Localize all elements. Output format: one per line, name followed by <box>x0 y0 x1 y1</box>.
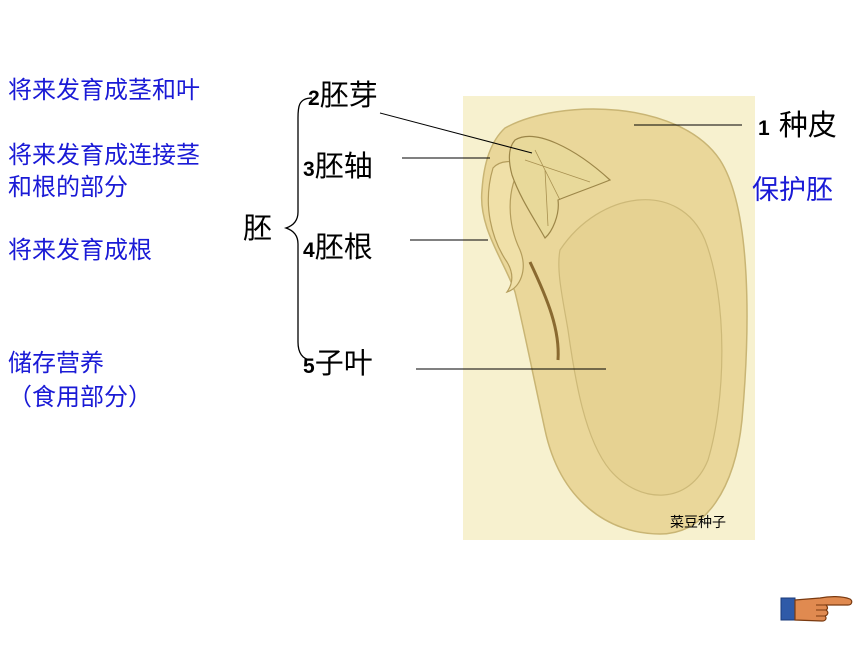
embryo-brace <box>283 97 313 361</box>
cotyledon-shape <box>558 199 723 496</box>
leader-plumule <box>379 112 533 154</box>
pointing-hand-icon[interactable] <box>780 588 854 632</box>
embryo-groove <box>528 261 560 361</box>
label-radicle-number: 4 <box>303 239 315 262</box>
label-cotyledon: 5子叶 <box>303 346 373 384</box>
seed-coat-function: 保护胚 <box>752 175 833 206</box>
note-hypocotyl-line1: 将来发育成连接茎 <box>8 141 200 169</box>
note-plumule: 将来发育成茎和叶 <box>8 76 200 104</box>
note-radicle: 将来发育成根 <box>8 236 152 264</box>
label-plumule: 2胚芽 <box>308 78 378 116</box>
image-caption: 菜豆种子 <box>670 515 726 531</box>
embryo-label: 胚 <box>243 211 273 245</box>
label-seed-coat: 1 种皮 <box>758 108 837 146</box>
label-radicle: 4胚根 <box>303 230 373 268</box>
label-seed-coat-number: 1 <box>758 117 770 140</box>
note-cotyledon-line2: （食用部分） <box>8 383 152 411</box>
plumule-veins <box>524 149 591 227</box>
label-hypocotyl: 3胚轴 <box>303 149 373 187</box>
label-seed-coat-name: 种皮 <box>778 108 837 142</box>
label-radicle-name: 胚根 <box>314 230 373 264</box>
note-hypocotyl-line2: 和根的部分 <box>8 173 128 201</box>
label-cotyledon-name: 子叶 <box>314 346 373 380</box>
label-plumule-name: 胚芽 <box>319 78 378 112</box>
label-hypocotyl-number: 3 <box>303 158 315 181</box>
plumule-shape <box>508 135 612 239</box>
label-plumule-number: 2 <box>308 87 320 110</box>
label-cotyledon-number: 5 <box>303 355 315 378</box>
note-cotyledon-line1: 储存营养 <box>8 349 104 377</box>
label-hypocotyl-name: 胚轴 <box>314 149 373 183</box>
